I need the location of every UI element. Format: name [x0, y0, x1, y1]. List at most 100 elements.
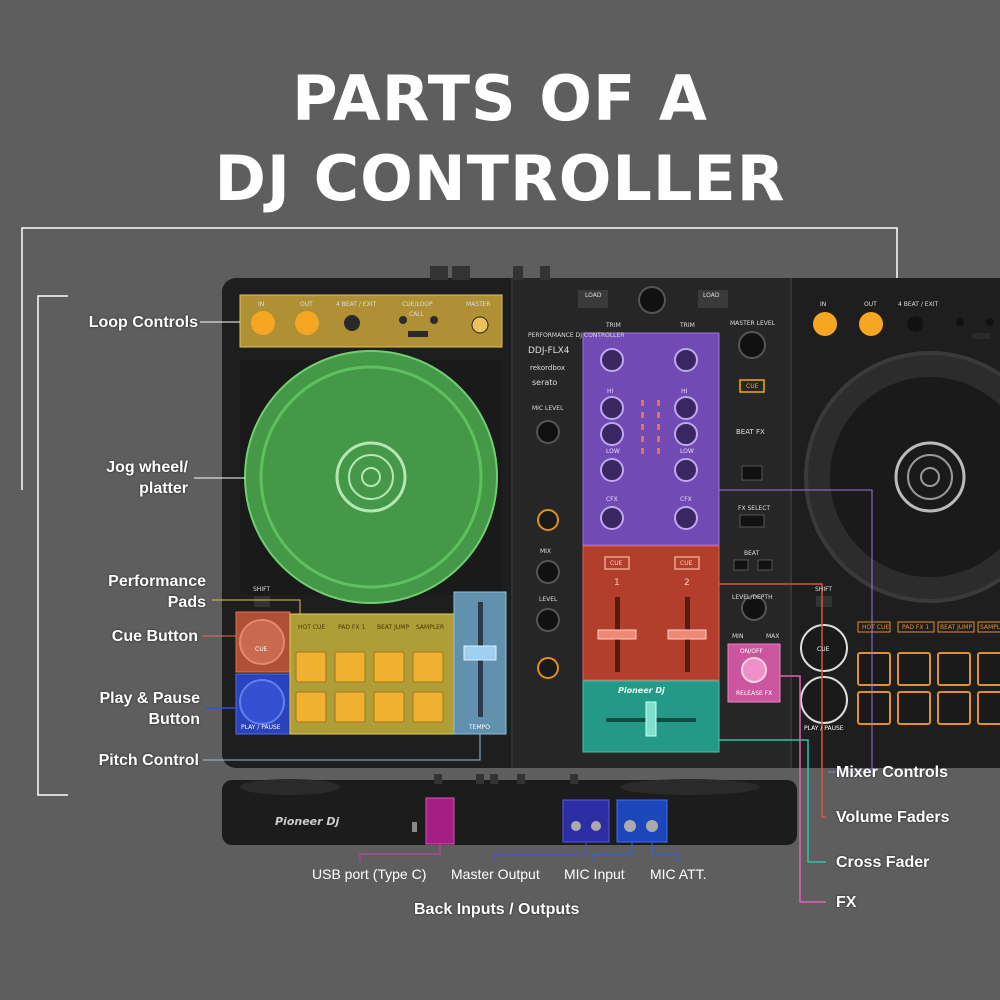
loop-out-button: [295, 311, 319, 335]
eq-low-label-2: LOW: [680, 448, 694, 455]
right-loop-in-label: IN: [820, 301, 827, 308]
shift-label-right: SHIFT: [815, 586, 833, 593]
tempo-text: TEMPO: [469, 724, 490, 731]
title-line-2: DJ CONTROLLER: [214, 142, 786, 215]
right-play-pause-button: [800, 676, 848, 724]
beat-exit-label: 4 BEAT / EXIT: [336, 301, 377, 308]
right-cue-button-text[interactable]: CUE: [817, 646, 830, 653]
mic-input-highlight: [616, 799, 668, 843]
mic-level-label: MIC LEVEL: [532, 405, 564, 412]
loop-in-label: IN: [258, 301, 265, 308]
pad-mode-pad-fx[interactable]: PAD FX 1: [338, 624, 366, 631]
cue-button-text[interactable]: CUE: [255, 646, 268, 653]
right-loop-in-button: [813, 312, 837, 336]
label-mixer-controls: Mixer Controls: [836, 764, 949, 781]
rekordbox-logo: rekordbox: [530, 364, 565, 372]
label-fx: FX: [836, 894, 857, 911]
title-line-1: PARTS OF A: [292, 62, 708, 135]
level-depth-min: MIN: [732, 633, 744, 640]
eq-hi-label-2: HI: [681, 388, 688, 395]
channel-1-fader: [597, 629, 637, 640]
label-back-inputs-outputs: Back Inputs / Outputs: [414, 901, 580, 918]
crossfader-brand: Pioneer Dj: [618, 686, 665, 695]
mix-label: MIX: [540, 548, 552, 555]
jog-bracket-line: [21, 227, 898, 490]
pad-mode-beat-jump[interactable]: BEAT JUMP: [377, 624, 410, 631]
eq-cfx-label-1: CFX: [606, 496, 618, 503]
label-jog-wheel-line1: Jog wheel/: [106, 459, 188, 476]
label-play-pause-line1: Play & Pause: [99, 690, 201, 707]
label-performance-pads-line2: Pads: [167, 594, 206, 611]
right-loop-out-label: OUT: [864, 301, 877, 308]
eq-cfx-label-2: CFX: [680, 496, 692, 503]
play-pause-text[interactable]: PLAY / PAUSE: [241, 724, 281, 731]
label-jog-wheel-line2: platter: [139, 480, 188, 497]
label-mic-att: MIC ATT.: [650, 866, 707, 882]
serato-logo: serato: [532, 378, 558, 387]
channel-2-fader: [667, 629, 707, 640]
deck-bracket-line: [37, 295, 68, 796]
label-performance-pads-line1: Performance: [108, 573, 206, 590]
usb-port-highlight: [425, 797, 455, 845]
level-depth-label: LEVEL/DEPTH: [732, 594, 773, 601]
beat-exit-button: [344, 315, 360, 331]
beat-fx-label: BEAT FX: [736, 428, 765, 436]
label-usb-port: USB port (Type C): [312, 866, 427, 882]
channel-2-cue[interactable]: CUE: [680, 560, 693, 567]
cue-loop-label: CUE/LOOP: [402, 301, 433, 308]
label-volume-faders: Volume Faders: [836, 809, 950, 826]
release-fx-label: RELEASE FX: [736, 690, 773, 697]
eq-hi-label-1: HI: [607, 388, 614, 395]
master-level-label: MASTER LEVEL: [730, 320, 775, 327]
label-loop-controls: Loop Controls: [88, 314, 198, 331]
channel-1-cue[interactable]: CUE: [610, 560, 623, 567]
right-beat-exit-label: 4 BEAT / EXIT: [898, 301, 939, 308]
browse-knob: [638, 286, 666, 314]
right-pad-mode-beat-jump[interactable]: BEAT JUMP: [940, 624, 973, 631]
load-label-left: LOAD: [585, 292, 602, 299]
right-loop-out-button: [859, 312, 883, 336]
channel-2-number: 2: [684, 578, 690, 588]
loop-out-label: OUT: [300, 301, 313, 308]
shift-button-left: [254, 596, 270, 607]
right-pad-mode-pad-fx[interactable]: PAD FX 1: [902, 624, 930, 631]
trim-label-left: TRIM: [606, 322, 621, 329]
master-label: MASTER: [466, 301, 491, 308]
shift-label-left: SHIFT: [253, 586, 271, 593]
channel-1-number: 1: [614, 578, 620, 588]
fx-select-label: FX SELECT: [738, 505, 771, 512]
pad-grid-left: [295, 651, 444, 723]
label-cue-button: Cue Button: [111, 628, 198, 645]
label-play-pause-line2: Button: [148, 711, 200, 728]
model-caption: PERFORMANCE DJ CONTROLLER: [528, 332, 625, 339]
cross-fader-knob: [645, 701, 657, 737]
right-cue-button: [800, 624, 848, 672]
load-label-right: LOAD: [703, 292, 720, 299]
eq-knobs: [600, 348, 698, 530]
master-cue-label[interactable]: CUE: [746, 383, 759, 390]
call-label: CALL: [409, 311, 424, 318]
pad-mode-hot-cue[interactable]: HOT CUE: [298, 624, 326, 631]
pad-mode-sampler[interactable]: SAMPLER: [416, 624, 445, 631]
pad-grid-right: [857, 652, 1000, 725]
right-pad-mode-sampler[interactable]: SAMPLER: [980, 624, 1000, 631]
label-pitch-control: Pitch Control: [98, 752, 199, 769]
level-depth-max: MAX: [766, 633, 780, 640]
right-pad-mode-hot-cue[interactable]: HOT CUE: [862, 624, 890, 631]
level-label: LEVEL: [539, 596, 558, 603]
label-mic-input: MIC Input: [564, 866, 625, 882]
label-master-output: Master Output: [451, 866, 540, 882]
right-play-pause-text[interactable]: PLAY / PAUSE: [804, 725, 844, 732]
beat-label: BEAT: [744, 550, 760, 557]
loop-controls-highlight: [239, 294, 503, 348]
trim-label-right: TRIM: [680, 322, 695, 329]
loop-in-button: [251, 311, 275, 335]
eq-low-label-1: LOW: [606, 448, 620, 455]
jog-wheel-highlight: [244, 350, 498, 604]
back-panel-brand: Pioneer Dj: [275, 815, 340, 828]
label-cross-fader: Cross Fader: [836, 854, 930, 871]
fx-on-off-label[interactable]: ON/OFF: [740, 648, 763, 655]
model-name: DDJ-FLX4: [528, 346, 570, 356]
